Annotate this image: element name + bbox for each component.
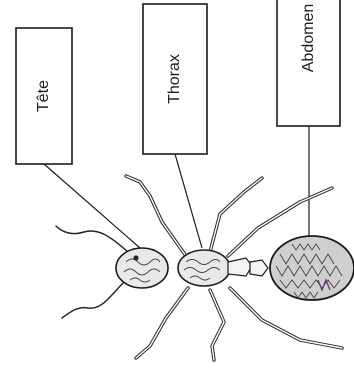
ant-petiole bbox=[228, 258, 268, 276]
label-abdomen-text: Abdomen bbox=[300, 4, 317, 73]
antenna-lower bbox=[62, 282, 124, 318]
label-thorax: Thorax bbox=[143, 4, 207, 154]
label-head: Tête bbox=[16, 28, 72, 164]
label-head-text: Tête bbox=[35, 80, 52, 112]
head-shape bbox=[116, 248, 168, 288]
ant-head bbox=[116, 248, 168, 288]
thorax-shape bbox=[178, 250, 230, 286]
ant-thorax bbox=[178, 250, 230, 286]
leg-middle-upper bbox=[210, 178, 262, 252]
abdomen-shape bbox=[270, 236, 354, 300]
label-thorax-text: Thorax bbox=[166, 54, 183, 104]
label-abdomen: Abdomen bbox=[277, 0, 340, 126]
antenna-upper bbox=[56, 226, 128, 252]
ant-abdomen bbox=[270, 236, 354, 300]
leader-line-thorax bbox=[175, 154, 202, 248]
